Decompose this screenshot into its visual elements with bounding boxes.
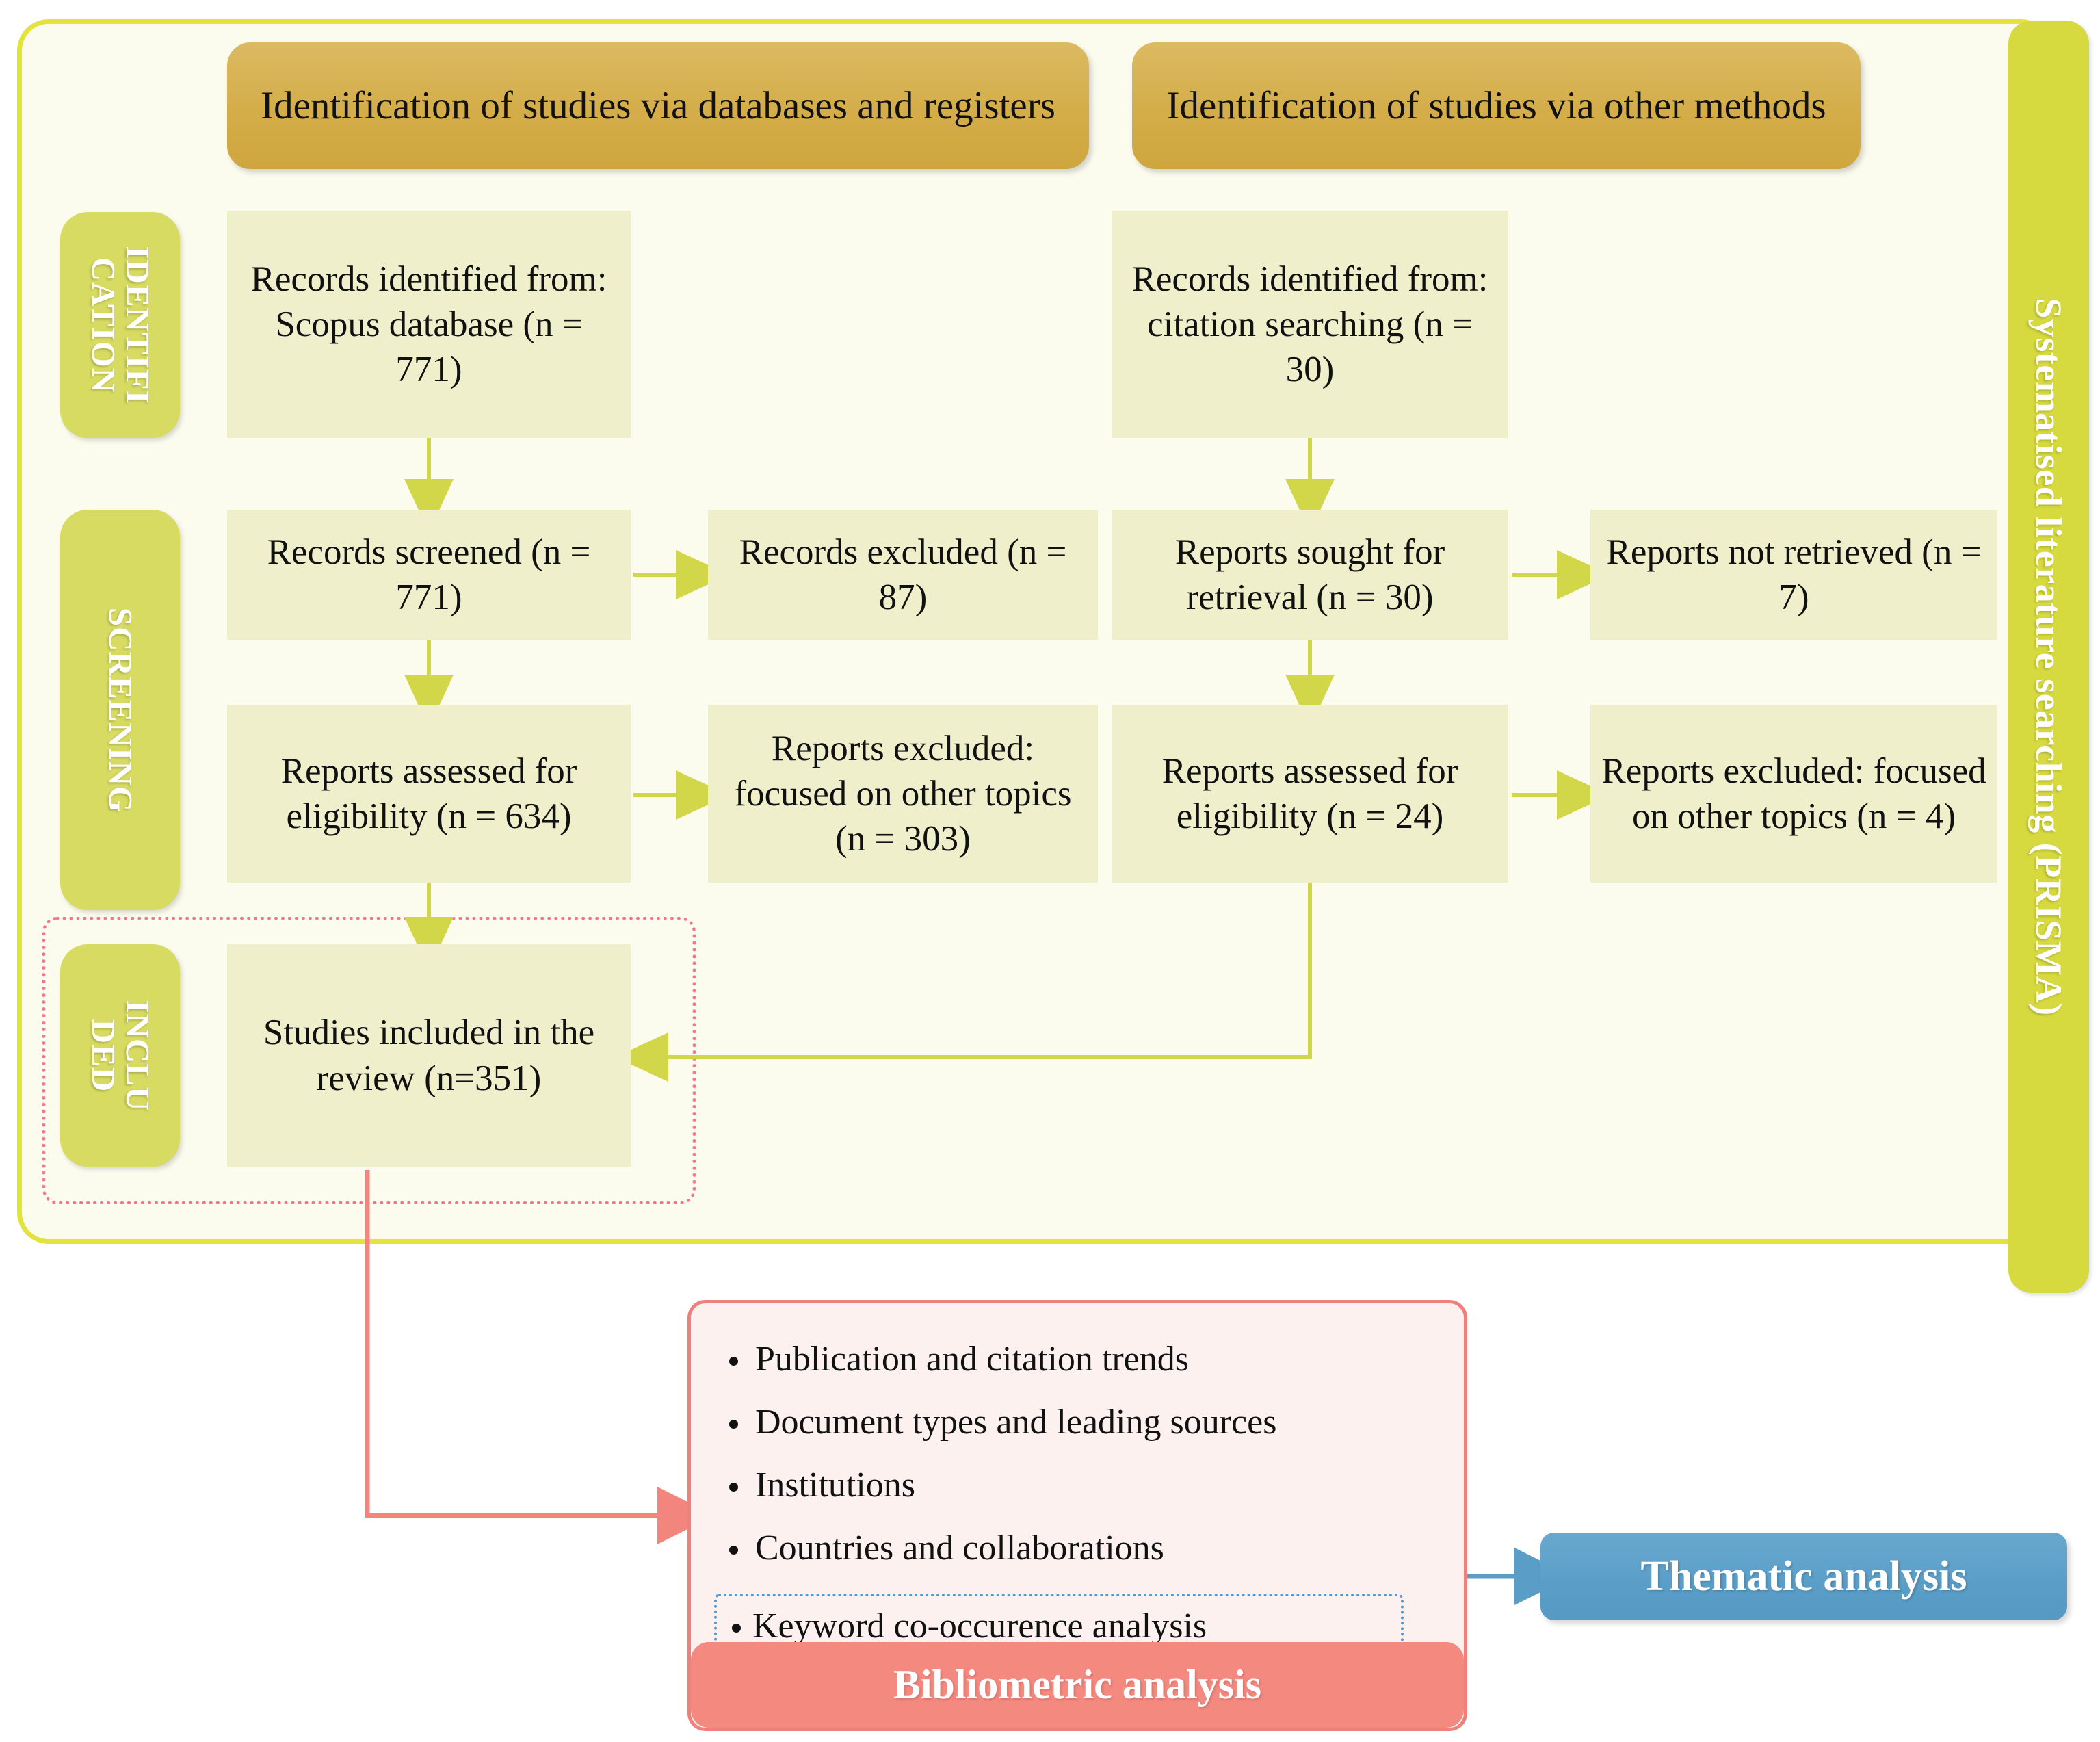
node-reports-assessed-eligibility-right: Reports assessed for eligibility (n = 24… (1112, 705, 1508, 883)
node-reports-not-retrieved: Reports not retrieved (n = 7) (1590, 510, 1997, 640)
bibliometric-item-list: Publication and citation trends Document… (691, 1314, 1464, 1666)
stage-pill-identification: IDENTIFI CATION (60, 212, 180, 438)
stage-pill-included: INCLU DED (60, 944, 180, 1167)
node-records-excluded: Records excluded (n = 87) (708, 510, 1098, 640)
node-reports-excluded-right: Reports excluded: focused on other topic… (1590, 705, 1997, 883)
list-item: Institutions (720, 1468, 1464, 1503)
bibliometric-analysis-title: Bibliometric analysis (691, 1642, 1464, 1728)
stage-label-identification-line1: IDENTIFI (118, 246, 157, 404)
prisma-vertical-label-text: Systematised literature searching (PRISM… (2028, 298, 2069, 1016)
node-reports-sought-for-retrieval: Reports sought for retrieval (n = 30) (1112, 510, 1508, 640)
column-header-databases: Identification of studies via databases … (227, 42, 1089, 169)
stage-pill-screening: SCREENING (60, 510, 180, 910)
column-header-other-methods: Identification of studies via other meth… (1132, 42, 1861, 169)
node-records-identified-scopus: Records identified from: Scopus database… (227, 211, 631, 438)
thematic-analysis-box: Thematic analysis (1540, 1533, 2067, 1620)
bibliometric-analysis-box: Publication and citation trends Document… (687, 1300, 1467, 1731)
node-reports-assessed-eligibility-left: Reports assessed for eligibility (n = 63… (227, 705, 631, 883)
list-item: Publication and citation trends (720, 1342, 1464, 1377)
list-item: Countries and collaborations (720, 1531, 1464, 1566)
node-records-screened: Records screened (n = 771) (227, 510, 631, 640)
node-reports-excluded-left: Reports excluded: focused on other topic… (708, 705, 1098, 883)
list-item: Document types and leading sources (720, 1405, 1464, 1440)
prisma-vertical-label-bar: Systematised literature searching (PRISM… (2008, 21, 2089, 1293)
stage-label-identification-line2: CATION (84, 257, 122, 393)
node-records-identified-citation: Records identified from: citation search… (1112, 211, 1508, 438)
stage-label-screening: SCREENING (101, 607, 140, 813)
node-studies-included-in-review: Studies included in the review (n=351) (227, 944, 631, 1167)
